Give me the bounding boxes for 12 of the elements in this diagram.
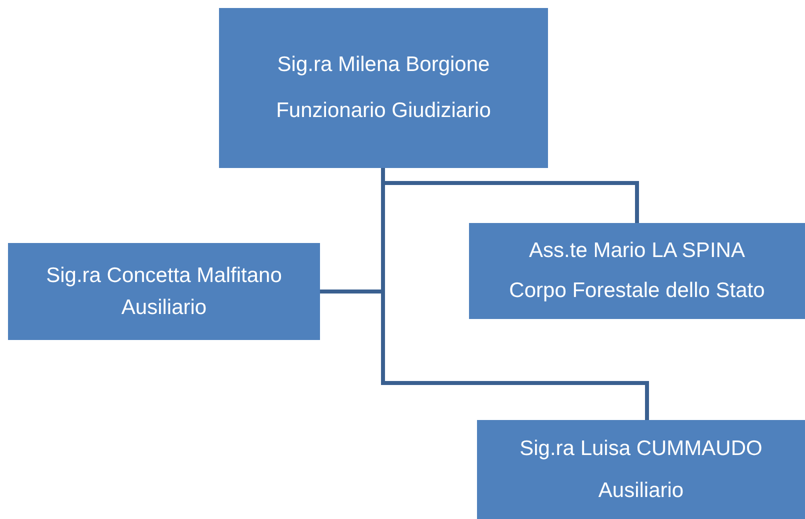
box-text: Sig.ra Luisa CUMMAUDO (518, 436, 764, 462)
org-chart-box (469, 223, 805, 319)
org-chart-box (8, 243, 320, 340)
org-chart-box (219, 8, 548, 168)
box-text: Funzionario Giudiziario (275, 98, 492, 124)
org-chart-box (477, 420, 805, 519)
box-text: Corpo Forestale dello Stato (508, 278, 766, 304)
box-text: Sig.ra Concetta Malfitano Ausiliario (45, 262, 283, 320)
box-text: Ass.te Mario LA SPINA (528, 238, 746, 264)
connector-line (381, 168, 649, 420)
box-text: Sig.ra Milena Borgione (276, 52, 491, 78)
box-text: Ausiliario (597, 478, 685, 504)
